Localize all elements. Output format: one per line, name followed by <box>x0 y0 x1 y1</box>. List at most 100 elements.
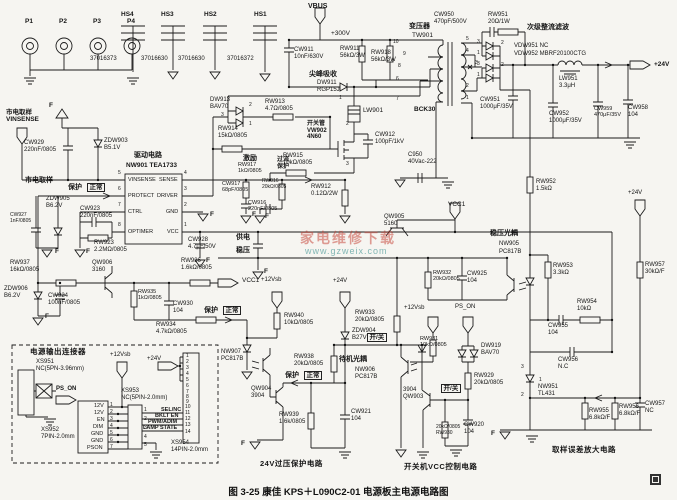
tpin-3: 3 <box>475 60 478 66</box>
icp-8: 8 <box>118 222 121 228</box>
ic-driver: DRIVER <box>157 193 178 199</box>
part-hs2: 37016630 <box>178 56 205 62</box>
dw913-p1: 1 <box>249 121 252 127</box>
ref-nw951: NW951 TL431 <box>538 384 559 397</box>
ref-rw954: RW954 10kΩ <box>577 299 597 312</box>
ref-rw940: RW940 10kΩ/0805 <box>284 313 314 326</box>
ref-qw904: QW904 3904 <box>251 386 272 399</box>
f-qw904: F <box>241 440 245 447</box>
ref-cw920: CW920 104 <box>464 422 485 435</box>
conn-gnd-2: GND <box>91 438 104 444</box>
ref-xs952: XS952 7PIN-2.0mm <box>41 427 75 440</box>
ref-cw916: CW916 220nF/0805 <box>248 200 278 213</box>
dpin-1a: 1 <box>477 50 480 56</box>
ref-rw932: RW932 20kΩ/0805 <box>433 270 460 283</box>
ref-rw929: RW929 20kΩ/0805 <box>474 373 504 386</box>
middle-rails <box>37 219 613 352</box>
xs954-p4: 4 <box>186 371 189 377</box>
xs952-p1: 1 <box>110 402 113 408</box>
part-hs4: 37016373 <box>90 56 117 62</box>
f-cw916: F <box>265 213 269 220</box>
ref-rw957: RW957 30kΩ/F <box>645 262 665 275</box>
nw951-p3: 3 <box>521 364 524 370</box>
icp-1: 1 <box>184 222 187 228</box>
xs954-p8: 8 <box>186 394 189 400</box>
title-drive-pulse: 激励 <box>243 155 257 162</box>
xs953-p3: 3 <box>144 425 147 431</box>
ref-nw905b: PC817B <box>499 249 522 255</box>
sig-lampstate: LAMP STATE <box>143 425 178 431</box>
heatsink-hs4: HS4 <box>121 11 134 18</box>
ref-nw901: NW901 TEA1733 <box>126 162 177 169</box>
ref-cw921: CW921 104 <box>351 409 372 422</box>
xs952-p3: 3 <box>110 416 113 422</box>
tpin-8: 8 <box>398 63 401 69</box>
ref-rw933: RW933 20kΩ/0805 <box>355 310 385 323</box>
ref-rw956: RW956 6.8kΩ/F <box>619 404 641 417</box>
title-spike: 尖峰吸收 <box>309 71 337 78</box>
nw951-p2: 2 <box>521 392 524 398</box>
ref-qw903: 3904 QW903 <box>403 387 424 400</box>
ref-xs951: XS951 NC(5PN-3.96mm) <box>36 359 85 372</box>
ref-cw924: CW924 100nF/0805 <box>48 293 81 306</box>
conn-en: EN <box>97 417 105 423</box>
net-24v-out: +24V <box>654 61 670 68</box>
xs952-p7: 7 <box>110 444 113 450</box>
label-normal2: 正常 <box>223 306 241 316</box>
tpin-5: 5 <box>466 36 469 42</box>
ref-rw953: RW953 3.3kΩ <box>553 263 573 276</box>
figure-caption: 图 3-25 康佳 KPS＋L090C2-01 电源板主电源电路图 <box>228 487 449 498</box>
mospin-3: 3 <box>346 161 349 167</box>
xs954-p7: 7 <box>186 389 189 395</box>
net-12vsb-a: +12Vsb <box>261 277 282 283</box>
label-supply: 供电 <box>236 234 250 241</box>
part-hs3: 37016630 <box>141 56 168 62</box>
icp-7: 7 <box>118 202 121 208</box>
plug-p2: P2 <box>59 18 67 25</box>
ref-lw901: LW901 <box>363 107 384 114</box>
dpin-3a: 3 <box>477 39 480 45</box>
dpin-2a: 2 <box>501 40 504 46</box>
ic-protect: PROTECT <box>128 193 155 199</box>
label-protect2: 保护 <box>204 307 218 314</box>
watermark-text: 家电维修下载 <box>300 230 396 246</box>
f-cw926: F <box>264 268 268 275</box>
tpin-2: 2 <box>466 83 469 89</box>
ref-rw937: RW937 16kΩ/0805 <box>10 260 40 273</box>
xs952-p2: 2 <box>110 409 113 415</box>
label-normal1: 正常 <box>87 183 105 193</box>
connector-wiring <box>17 352 200 454</box>
ic-ctrl: CTRL <box>128 209 143 215</box>
f-amp: F <box>491 430 495 437</box>
ref-rw916: RW916 20kΩ/0805 <box>262 178 287 190</box>
title-ocp: 过流 保护 <box>277 157 290 170</box>
ref-rw955: RW955 6.8kΩ/F <box>589 408 611 421</box>
heatsink-hs3: HS3 <box>161 11 174 18</box>
xs954-p1: 1 <box>186 353 189 359</box>
ref-cw952: CW952 1000μF/35V <box>549 111 582 124</box>
ref-cw925: CW925 104 <box>467 271 488 284</box>
net-vcc1-left: VCC1 <box>242 277 260 284</box>
icp-3: 3 <box>184 186 187 192</box>
plug-p3: P3 <box>93 18 101 25</box>
ref-vdw952: VDW952 MBRF20100CTG <box>514 51 587 57</box>
primary-wiring <box>212 24 448 214</box>
ref-rw936: RW936 1.6kΩ/0805 <box>181 258 212 271</box>
ref-dw911: DW911 RGP15J <box>317 80 340 93</box>
xs953-p1: 1 <box>144 407 147 413</box>
conn-12v-1: 12V <box>94 403 104 409</box>
ref-c950: C950 40Vac-222 <box>408 152 437 165</box>
ref-rw923: RW923 2.2MΩ/0805 <box>94 240 127 253</box>
ref-rw952: RW952 1.5kΩ <box>536 179 556 192</box>
ref-rw915: RW915 10kΩ/0805 <box>283 153 313 166</box>
ref-lw951: LW951 3.3μH <box>559 76 578 89</box>
ref-cw917: CW917 68pF/0805 <box>222 181 249 194</box>
ref-cw929: CW929 220nF/0805 <box>24 140 57 153</box>
ref-rw917: RW917 1kΩ/0805 <box>238 162 262 175</box>
ic-nets <box>21 118 345 283</box>
ic-optimer: OPTIMER <box>128 229 154 235</box>
ic-nw901-body <box>124 173 183 245</box>
ref-cw930: CW930 104 <box>173 301 194 314</box>
ref-rw918: RW918 56kΩ/3W <box>371 50 396 63</box>
dpin-2b: 2 <box>501 62 504 68</box>
